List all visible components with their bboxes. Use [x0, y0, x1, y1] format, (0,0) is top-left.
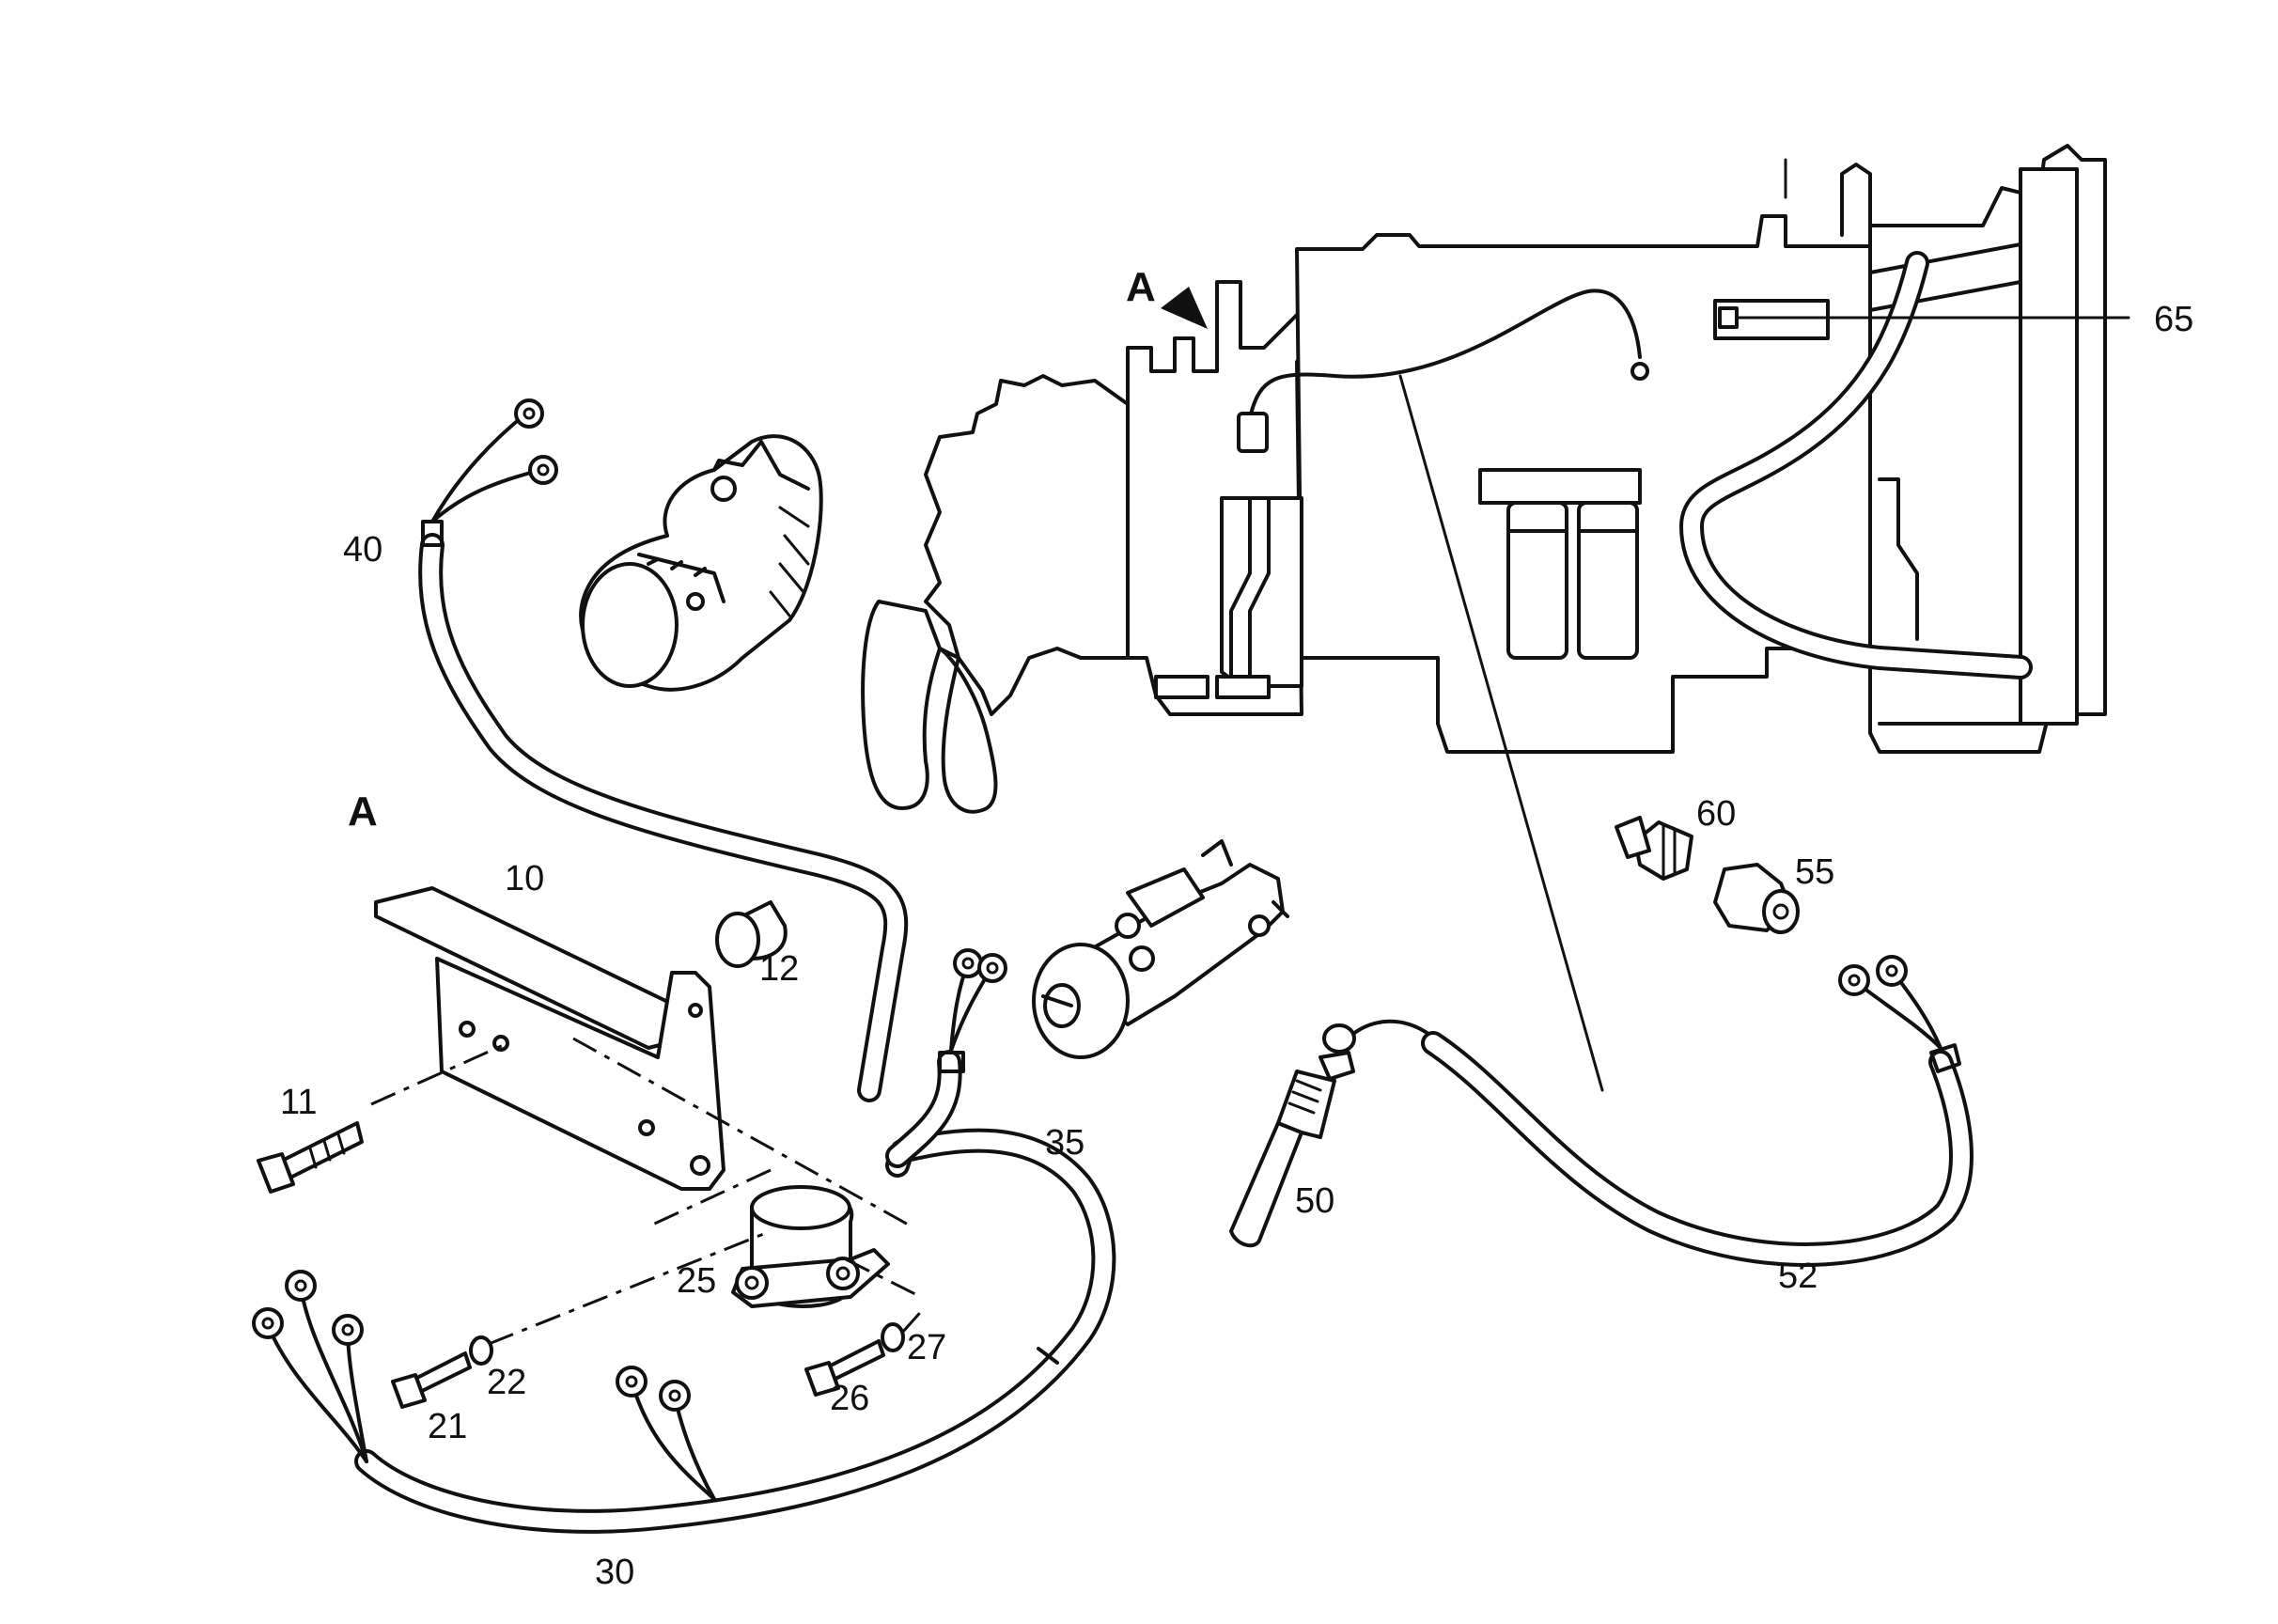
callout-25: 25 [677, 1261, 716, 1301]
sensor-60 [1615, 816, 1693, 881]
callout-labels: A A 10 11 12 21 22 25 26 27 30 35 40 50 … [280, 264, 2193, 1592]
washer-22 [469, 1335, 493, 1366]
callout-10: 10 [505, 859, 544, 898]
callout-27: 27 [907, 1328, 946, 1367]
sensor-55 [1713, 863, 1800, 934]
detail-label-a: A [348, 789, 378, 835]
harness-35 [885, 948, 1007, 1168]
callout-65: 65 [2154, 300, 2193, 339]
harness-30 [252, 1128, 1116, 1534]
guide-line-21 [488, 1229, 772, 1346]
callout-52: 52 [1778, 1257, 1818, 1296]
callout-26: 26 [830, 1379, 869, 1418]
callout-22: 22 [487, 1363, 526, 1402]
harness-52 [1421, 955, 1974, 1267]
callout-40: 40 [343, 530, 382, 570]
temperature-sender-50 [1229, 1019, 1430, 1248]
callout-50: 50 [1295, 1181, 1334, 1221]
callout-12: 12 [759, 949, 799, 989]
spacer-12 [715, 900, 788, 968]
bolt-26 [804, 1339, 885, 1397]
washer-27 [881, 1322, 905, 1352]
callout-11: 11 [280, 1083, 317, 1122]
engine-assembly [861, 144, 2107, 1092]
callout-21: 21 [428, 1407, 467, 1446]
callout-35: 35 [1045, 1123, 1084, 1163]
guide-line-26 [900, 1305, 928, 1334]
view-arrow-a [1161, 287, 1208, 329]
callout-55: 55 [1795, 852, 1834, 892]
callout-30: 30 [595, 1553, 634, 1592]
bolt-21 [391, 1351, 472, 1409]
callout-60: 60 [1696, 794, 1736, 834]
view-label-a-top: A [1126, 264, 1156, 310]
solenoid-25 [731, 1185, 922, 1308]
alternator [579, 434, 823, 692]
starter-motor [1032, 839, 1289, 1059]
pressure-switch-65 [1718, 306, 1739, 329]
bolt-11 [257, 1121, 364, 1194]
bracket-10 [370, 886, 913, 1228]
harness-40 [418, 398, 909, 1102]
